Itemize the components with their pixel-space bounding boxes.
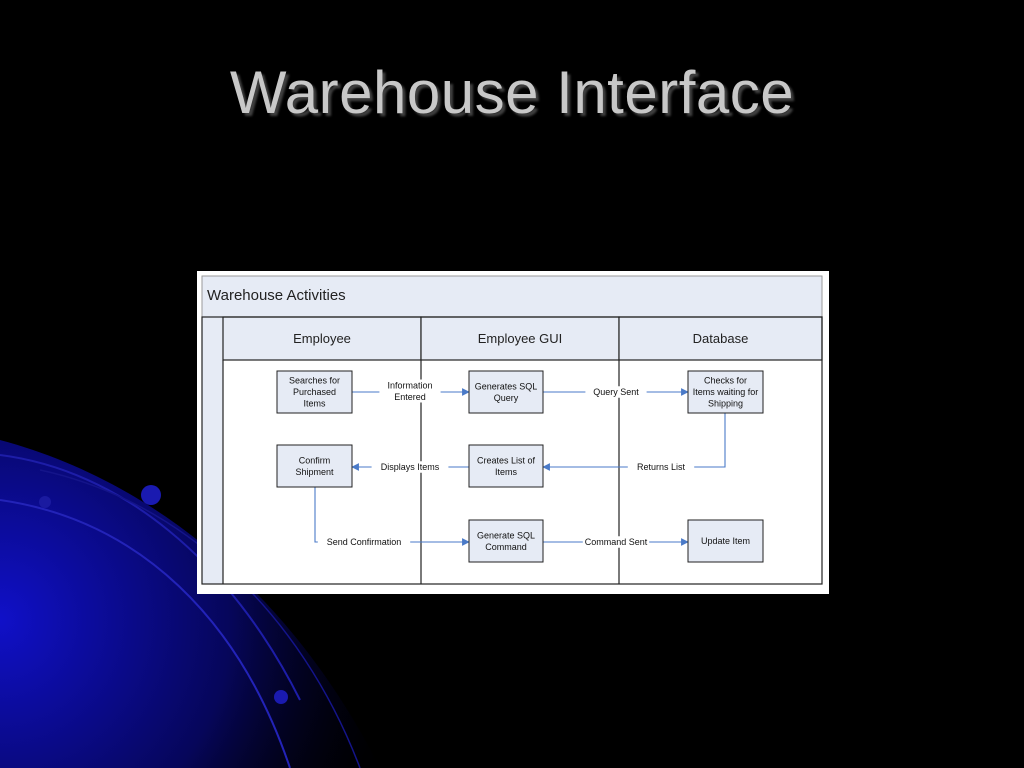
pool-side-band	[201, 316, 224, 585]
label-background	[582, 536, 650, 548]
label-background	[585, 386, 647, 398]
node-update	[687, 519, 764, 563]
node-label-create_list: Creates List of Items	[477, 455, 536, 477]
edge-label-checks-to-create_list: Returns List	[637, 462, 686, 472]
node-checks	[687, 370, 764, 414]
background-dot-3	[274, 690, 288, 704]
background-dot-1	[141, 485, 161, 505]
node-label-update-line: Update Item	[701, 536, 750, 546]
node-label-confirm-line: Confirm	[299, 455, 331, 465]
edge-label-searches-to-gen_query-line: Information	[387, 380, 432, 390]
edge-checks-to-create_list	[542, 413, 726, 471]
edge-label-gen_query-to-checks-line: Query Sent	[593, 387, 639, 397]
label-background	[317, 536, 411, 548]
label-background	[627, 461, 695, 473]
edge-confirm-to-gen_command	[314, 487, 470, 546]
background-dot-2	[39, 496, 51, 508]
lane-header-label: Employee	[293, 331, 351, 346]
node-label-gen_query-line: Query	[494, 393, 519, 403]
edge-label-create_list-to-confirm-line: Displays Items	[381, 462, 440, 472]
edge-label-gen_command-to-update: Command Sent	[585, 537, 648, 547]
node-label-checks-line: Shipping	[708, 399, 743, 409]
node-label-gen_query-line: Generates SQL	[475, 381, 538, 391]
node-label-searches-line: Searches for	[289, 376, 340, 386]
edge-label-confirm-to-gen_command-line: Send Confirmation	[327, 537, 402, 547]
node-label-update: Update Item	[701, 536, 750, 546]
background-arc-1	[0, 454, 301, 701]
node-confirm	[276, 444, 353, 488]
node-searches	[276, 370, 353, 414]
label-background	[371, 461, 449, 473]
edge-label-gen_query-to-checks: Query Sent	[593, 387, 639, 397]
pool-lanes-border	[201, 316, 823, 585]
node-label-gen_command-line: Command	[485, 542, 527, 552]
lane-header-label: Employee GUI	[478, 331, 563, 346]
node-label-checks-line: Items waiting for	[693, 387, 759, 397]
node-label-gen_command-line: Generate SQL	[477, 530, 535, 540]
edge-label-checks-to-create_list-line: Returns List	[637, 462, 686, 472]
node-create_list	[468, 444, 544, 488]
edge-label-confirm-to-gen_command: Send Confirmation	[327, 537, 402, 547]
pool-title-band	[201, 275, 823, 318]
background-arc-2	[0, 499, 291, 768]
edge-label-searches-to-gen_query-line: Entered	[394, 392, 426, 402]
node-gen_command	[468, 519, 544, 563]
node-label-confirm-line: Shipment	[295, 467, 334, 477]
label-background	[379, 379, 441, 403]
slide-title: Warehouse Interface	[229, 59, 795, 126]
node-gen_query	[468, 370, 544, 414]
edge-label-gen_command-to-update-line: Command Sent	[585, 537, 648, 547]
node-label-gen_query: Generates SQL Query	[475, 381, 538, 403]
node-label-create_list-line: Items	[495, 467, 518, 477]
lane-header-label: Database	[693, 331, 749, 346]
node-label-create_list-line: Creates List of	[477, 455, 536, 465]
node-label-searches-line: Purchased	[293, 387, 336, 397]
background-swoosh	[0, 440, 380, 768]
node-label-searches-line: Items	[303, 399, 326, 409]
pool-title: Warehouse Activities	[207, 287, 346, 304]
node-label-gen_command: Generate SQL Command	[477, 530, 535, 552]
edge-label-create_list-to-confirm: Displays Items	[381, 462, 440, 472]
node-label-checks-line: Checks for	[704, 376, 747, 386]
